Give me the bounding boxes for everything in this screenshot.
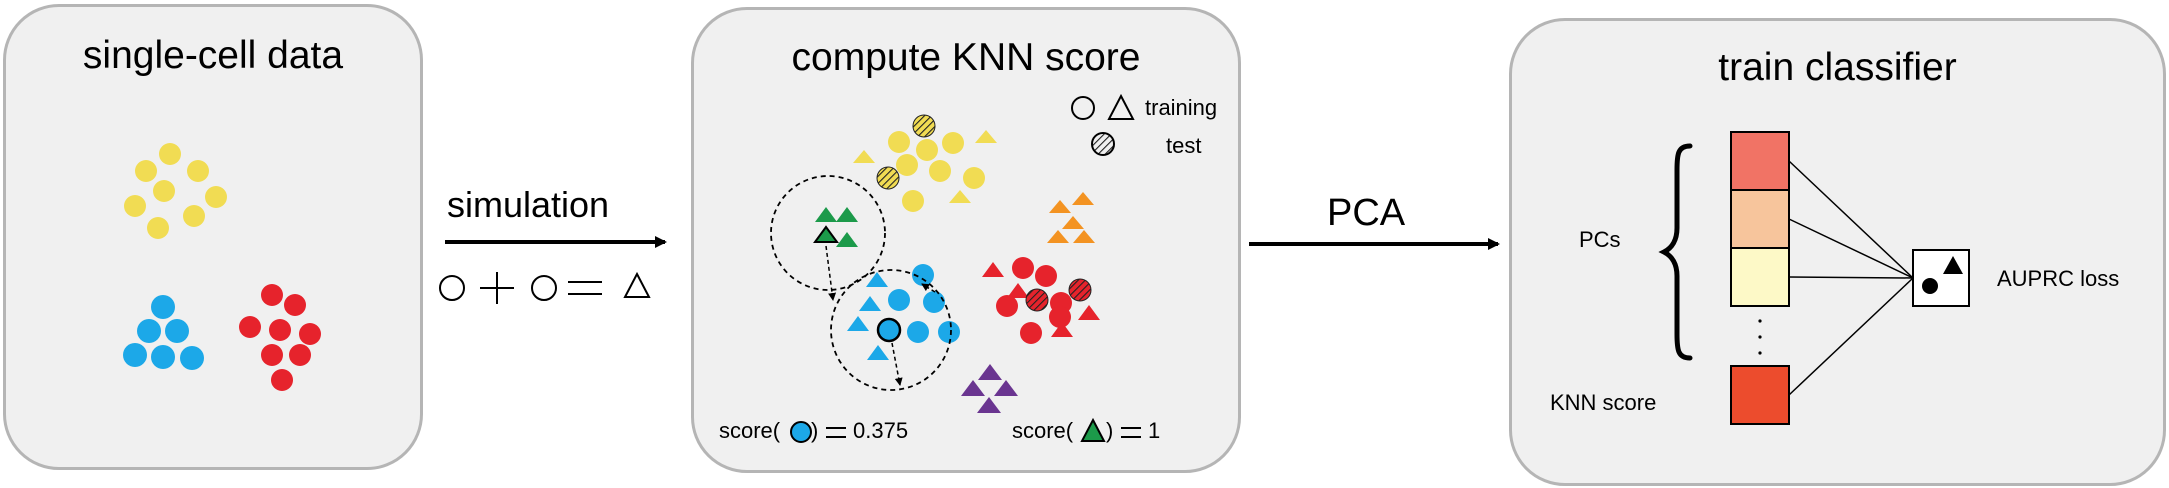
legend-markers — [1071, 93, 1135, 156]
panel-title-train-classifier: train classifier — [1718, 46, 1957, 89]
panel-title-compute-knn-score: compute KNN score — [791, 36, 1141, 79]
score-circle-prefix: score( — [719, 418, 781, 443]
panel-train-classifier — [1509, 18, 2166, 486]
circle-neighborhood — [830, 269, 952, 391]
legend-test-icon — [1091, 132, 1115, 156]
score-circle-suffix: ) — [811, 418, 819, 443]
legend-test-label: test — [1166, 133, 1202, 158]
knn-neighborhoods — [770, 175, 952, 391]
pca-label: PCA — [1327, 192, 1406, 234]
equation-circle-1-icon — [439, 275, 465, 301]
blue-cluster — [123, 295, 204, 370]
classifier-connections — [1788, 160, 1914, 396]
knn-score-label: KNN score — [1550, 390, 1657, 415]
equation-circle-2-icon — [531, 275, 557, 301]
panel-single-cell-data — [3, 4, 423, 470]
score-triangle-suffix: ) — [1106, 418, 1114, 443]
feature-cell-knn — [1730, 365, 1790, 425]
pcs-brace-icon — [1658, 143, 1693, 361]
score-triangle-icon — [1080, 417, 1106, 442]
feature-cell-1 — [1730, 131, 1790, 191]
legend-training-label: training — [1145, 95, 1218, 120]
middle-blue-cluster — [847, 264, 960, 360]
neighbor-links — [825, 245, 936, 386]
panel-title-single-cell-data: single-cell data — [82, 34, 344, 77]
score-icons — [790, 417, 1141, 443]
score-triangle-equals: = — [1125, 418, 1126, 419]
pcs-label: PCs — [1579, 227, 1621, 252]
legend-triangle-icon — [1107, 93, 1135, 120]
middle-purple-cluster — [961, 364, 1018, 413]
score-circle-icon — [790, 421, 812, 443]
simulation-label: simulation — [447, 184, 610, 225]
triangle-neighborhood — [770, 175, 886, 291]
feature-cell-3 — [1730, 247, 1790, 307]
middle-green-cluster — [813, 207, 858, 247]
score-triangle-value: 1 — [1148, 418, 1161, 443]
classifier-output-icon — [1912, 249, 1970, 307]
middle-yellow-cluster — [853, 114, 997, 212]
yellow-cluster — [124, 143, 227, 239]
simulation-equation — [439, 271, 651, 304]
feature-cell-2 — [1730, 189, 1790, 249]
red-cluster — [239, 284, 321, 391]
feature-ellipsis — [1758, 319, 1762, 355]
auprc-loss-label: AUPRC loss — [1997, 266, 2120, 291]
legend-circle-icon — [1071, 96, 1095, 120]
score-circle-equals: = — [830, 418, 831, 419]
feature-vector — [1730, 131, 1790, 425]
equation-triangle-icon — [623, 271, 651, 298]
middle-red-cluster — [982, 257, 1100, 344]
middle-orange-cluster — [1047, 192, 1095, 243]
score-triangle-prefix: score( — [1012, 418, 1074, 443]
score-circle-value: 0.375 — [853, 418, 909, 443]
